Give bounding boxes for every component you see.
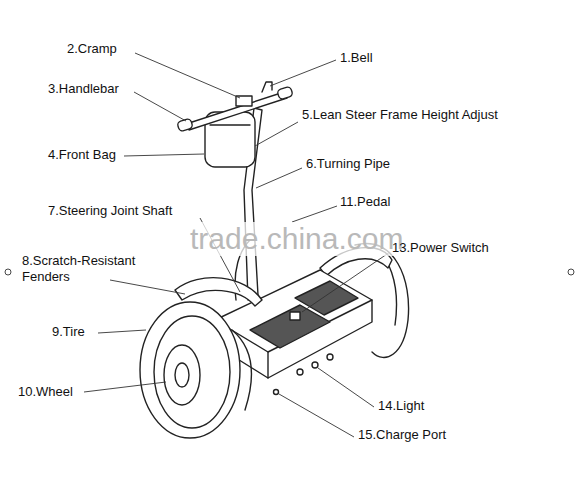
callout-label: 4.Front Bag [48,147,116,163]
callout-label: 3.Handlebar [48,81,119,97]
callout-label: 1.Bell [340,50,373,66]
callout-label: 13.Power Switch [392,240,489,256]
watermark: trade.china.com [188,222,405,256]
callout-label: 10.Wheel [18,384,73,400]
callout-label: 15.Charge Port [358,427,446,443]
callout-label: 11.Pedal [340,194,390,210]
callout-label: 2.Cramp [67,41,117,57]
callout-label: 7.Steering Joint Shaft [48,203,172,219]
callout-label: 9.Tire [52,324,85,340]
callout-label: 6.Turning Pipe [306,156,390,172]
callout-label: 8.Scratch-Resistant Fenders [22,253,172,285]
callout-label: 14.Light [378,398,424,414]
callout-label: 5.Lean Steer Frame Height Adjust [302,107,502,123]
